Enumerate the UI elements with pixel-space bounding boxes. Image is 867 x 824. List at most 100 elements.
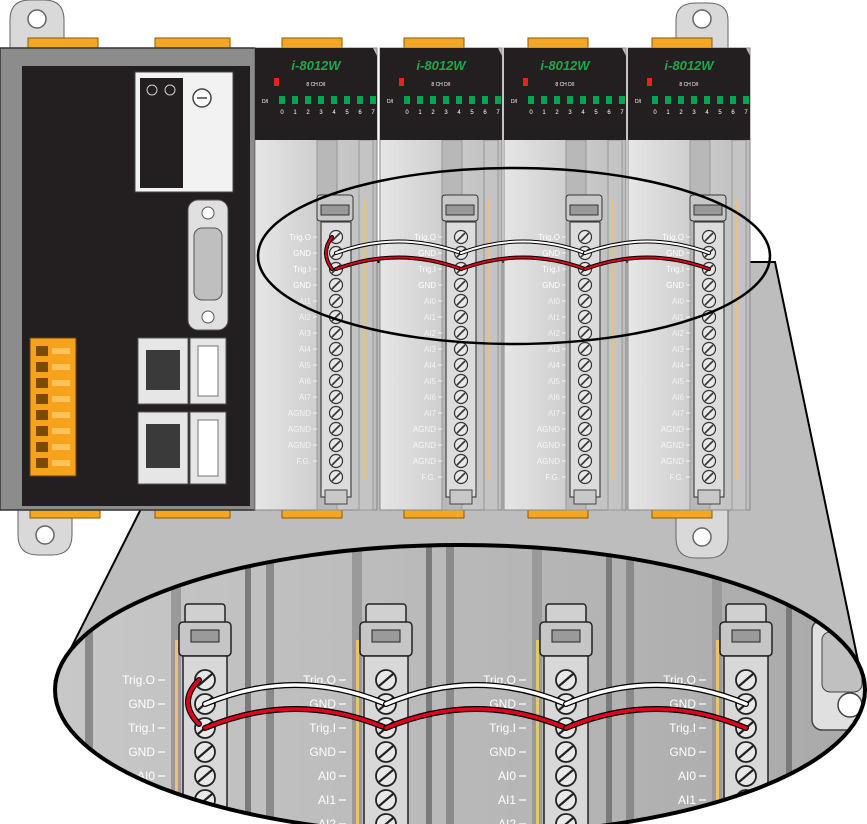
terminal-screw-icon [701, 421, 717, 437]
gnd-wire [584, 240, 710, 254]
terminal-screw-icon [328, 357, 344, 373]
terminal-screw-icon [555, 669, 577, 691]
pin-label: AGND [413, 425, 436, 434]
channel-number: 6 [358, 110, 362, 116]
channel-led [495, 96, 501, 104]
pin-label: Trig.I [666, 265, 684, 274]
channel-number: 7 [620, 110, 624, 116]
pin-label: AI1 [548, 313, 561, 322]
pin-label: F.G. [669, 473, 684, 482]
zoom-trigger-loop-wire [186, 678, 201, 726]
rail-clips-top [27, 37, 713, 49]
channel-led [593, 96, 599, 104]
terminal-screw-icon [577, 277, 593, 293]
channel-number: 1 [666, 110, 670, 116]
controller-unit [0, 47, 256, 511]
channel-number: 6 [731, 110, 735, 116]
usb-port-icon [189, 337, 227, 405]
channel-led [443, 96, 449, 104]
terminal-screw-icon [577, 357, 593, 373]
pin-label: AGND [537, 457, 560, 466]
di-label: D/I [262, 99, 268, 105]
terminal-screw-icon [701, 341, 717, 357]
pin-label: AI0 [548, 297, 561, 306]
terminal-screw-icon [36, 426, 48, 436]
module-model: i-8012W [664, 58, 715, 73]
terminal-screw-icon [577, 293, 593, 309]
pin-label: GND [542, 281, 560, 290]
pin-label: Trig.I [542, 265, 560, 274]
channel-led [528, 96, 534, 104]
module-model: i-8012W [540, 58, 591, 73]
pin-label: AGND [413, 441, 436, 450]
terminal-screw-icon [701, 405, 717, 421]
pin-label: AGND [537, 425, 560, 434]
channel-led [318, 96, 324, 104]
terminal-screw-icon [328, 325, 344, 341]
channel-led [279, 96, 285, 104]
pin-label: AI5 [672, 377, 685, 386]
terminal-screw-icon [453, 405, 469, 421]
pin-label: F.G. [545, 473, 560, 482]
channel-number: 1 [542, 110, 546, 116]
terminal-screw-icon [577, 405, 593, 421]
pin-label: AI3 [548, 345, 561, 354]
pin-label: AGND [537, 441, 560, 450]
channel-number: 6 [483, 110, 487, 116]
channel-led [665, 96, 671, 104]
pin-label: AI7 [548, 409, 561, 418]
channel-led [678, 96, 684, 104]
channel-number: 1 [293, 110, 297, 116]
terminal-screw-icon [577, 341, 593, 357]
trigger-loop-wire [325, 236, 333, 270]
pin-label: AGND [288, 441, 311, 450]
pin-label: AI1 [299, 297, 312, 306]
channel-led [619, 96, 625, 104]
pin-label: AI4 [548, 361, 561, 370]
module-model: i-8012W [416, 58, 467, 73]
zoom-pin-label: Trig.I [128, 721, 155, 735]
pin-label: AGND [661, 457, 684, 466]
terminal-screw-icon [701, 325, 717, 341]
terminal-screw-icon [36, 394, 48, 404]
terminal-screw-icon [328, 277, 344, 293]
pin-label: AI6 [424, 393, 437, 402]
zoom-pin-label: AI2 [137, 817, 155, 824]
terminal-screw-icon [36, 410, 48, 420]
pin-label: Trig.I [293, 265, 311, 274]
terminal-screw-icon [328, 405, 344, 421]
zoom-pin-label: Trig.O [122, 673, 155, 687]
ethernet-port-icon [137, 337, 189, 405]
module-desc: 8 CH D/I [431, 82, 450, 88]
terminal-screw-icon [375, 813, 397, 824]
terminal-screw-icon [36, 442, 48, 452]
terminal-screw-icon [453, 453, 469, 469]
zoom-pin-label: GND [128, 697, 155, 711]
terminal-screw-icon [555, 789, 577, 811]
channel-led [482, 96, 488, 104]
terminal-screw-icon [453, 293, 469, 309]
terminal-screw-icon [328, 229, 344, 245]
channel-number: 3 [568, 110, 572, 116]
terminal-screw-icon [453, 437, 469, 453]
channel-number: 5 [470, 110, 474, 116]
pin-label: AI6 [548, 393, 561, 402]
pin-label: AGND [661, 441, 684, 450]
channel-number: 2 [431, 110, 435, 116]
channel-number: 7 [371, 110, 375, 116]
terminal-screw-icon [328, 341, 344, 357]
terminal-screw-icon [453, 373, 469, 389]
terminal-screw-icon [453, 389, 469, 405]
terminal-screw-icon [194, 741, 216, 763]
channel-number: 4 [332, 110, 336, 116]
channel-led [469, 96, 475, 104]
channel-number: 4 [581, 110, 585, 116]
channel-number: 6 [607, 110, 611, 116]
gnd-wire [460, 240, 586, 254]
zoom-gnd-wire [564, 683, 748, 706]
channel-number: 3 [692, 110, 696, 116]
pin-label: Trig.I [418, 265, 436, 274]
zoom-pin-label: AI2 [678, 817, 696, 824]
zoom-pin-label: GND [309, 745, 336, 759]
terminal-screw-icon [453, 229, 469, 245]
